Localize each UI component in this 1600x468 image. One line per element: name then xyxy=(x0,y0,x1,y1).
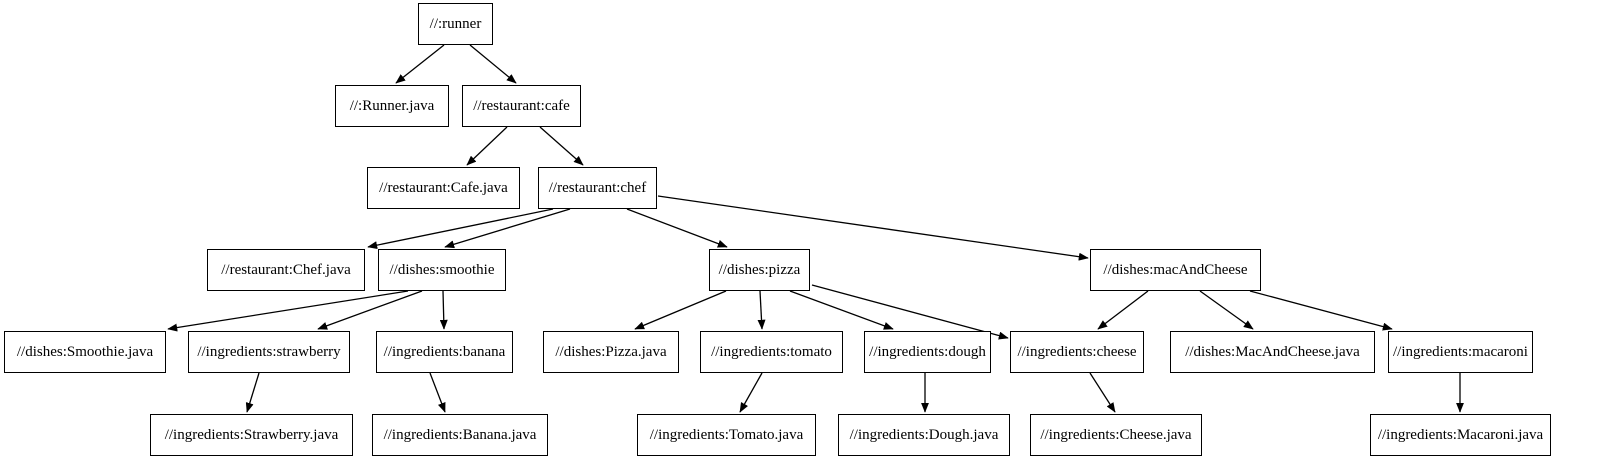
graph-node-chef_java[interactable]: //restaurant:Chef.java xyxy=(207,249,365,291)
node-label: //dishes:macAndCheese xyxy=(1103,261,1248,278)
graph-edge-ing_cheese-to-cheese_java xyxy=(1089,372,1116,413)
graph-node-dishes_pizza[interactable]: //dishes:pizza xyxy=(709,249,810,291)
graph-edge-dishes_pizza-to-ing_tomato xyxy=(757,290,766,330)
node-label: //ingredients:strawberry xyxy=(197,343,341,360)
graph-edge-dishes_smoothie-to-ing_strawberry xyxy=(317,290,423,330)
node-label: //ingredients:cheese xyxy=(1017,343,1137,360)
node-label: //ingredients:tomato xyxy=(711,343,832,360)
node-label: //restaurant:cafe xyxy=(473,97,570,114)
node-label: //ingredients:Strawberry.java xyxy=(164,426,339,443)
graph-node-ing_banana[interactable]: //ingredients:banana xyxy=(376,331,513,373)
graph-edge-dishes_mac-to-ing_macaroni xyxy=(1249,290,1393,331)
graph-edge-runner-to-runner_java xyxy=(395,44,445,84)
node-label: //dishes:MacAndCheese.java xyxy=(1185,343,1360,360)
graph-node-tomato_java[interactable]: //ingredients:Tomato.java xyxy=(637,414,816,456)
graph-node-dishes_mac[interactable]: //dishes:macAndCheese xyxy=(1090,249,1261,291)
graph-node-ing_tomato[interactable]: //ingredients:tomato xyxy=(700,331,843,373)
graph-edge-ing_strawberry-to-strawberry_java xyxy=(245,372,260,413)
graph-edge-dishes_pizza-to-pizza_java xyxy=(634,290,727,330)
graph-edge-dishes_smoothie-to-ing_banana xyxy=(439,290,448,330)
node-label: //ingredients:Banana.java xyxy=(383,426,537,443)
graph-node-mac_java[interactable]: //dishes:MacAndCheese.java xyxy=(1170,331,1375,373)
node-label: //ingredients:macaroni xyxy=(1393,343,1528,360)
node-label: //ingredients:Cheese.java xyxy=(1040,426,1192,443)
node-label: //ingredients:Dough.java xyxy=(849,426,999,443)
graph-node-ing_strawberry[interactable]: //ingredients:strawberry xyxy=(188,331,350,373)
node-label: //dishes:pizza xyxy=(718,261,801,278)
node-label: //ingredients:Tomato.java xyxy=(649,426,804,443)
graph-node-runner[interactable]: //:runner xyxy=(418,3,493,45)
node-label: //dishes:Pizza.java xyxy=(555,343,667,360)
node-label: //ingredients:banana xyxy=(383,343,506,360)
graph-edge-restaurant_chef-to-chef_java xyxy=(367,208,554,250)
graph-edge-dishes_mac-to-mac_java xyxy=(1199,290,1254,330)
node-label: //:Runner.java xyxy=(349,97,435,114)
graph-edge-dishes_smoothie-to-smoothie_java xyxy=(167,290,409,332)
node-label: //restaurant:Chef.java xyxy=(221,261,351,278)
graph-node-banana_java[interactable]: //ingredients:Banana.java xyxy=(372,414,548,456)
graph-edge-restaurant_chef-to-dishes_smoothie xyxy=(444,208,571,249)
node-label: //ingredients:dough xyxy=(869,343,986,360)
graph-node-strawberry_java[interactable]: //ingredients:Strawberry.java xyxy=(150,414,353,456)
graph-edge-restaurant_cafe-to-cafe_java xyxy=(466,126,508,166)
graph-node-pizza_java[interactable]: //dishes:Pizza.java xyxy=(543,331,679,373)
graph-node-cheese_java[interactable]: //ingredients:Cheese.java xyxy=(1030,414,1202,456)
node-label: //restaurant:chef xyxy=(548,179,647,196)
graph-node-restaurant_chef[interactable]: //restaurant:chef xyxy=(538,167,657,209)
graph-edge-restaurant_cafe-to-restaurant_chef xyxy=(539,126,584,166)
graph-node-ing_cheese[interactable]: //ingredients:cheese xyxy=(1010,331,1144,373)
graph-node-macaroni_java[interactable]: //ingredients:Macaroni.java xyxy=(1370,414,1551,456)
graph-edge-ing_banana-to-banana_java xyxy=(429,372,446,413)
graph-node-cafe_java[interactable]: //restaurant:Cafe.java xyxy=(367,167,520,209)
graph-edge-runner-to-restaurant_cafe xyxy=(469,44,517,84)
graph-node-dishes_smoothie[interactable]: //dishes:smoothie xyxy=(378,249,506,291)
graph-node-ing_dough[interactable]: //ingredients:dough xyxy=(864,331,991,373)
graph-node-runner_java[interactable]: //:Runner.java xyxy=(335,85,449,127)
graph-node-ing_macaroni[interactable]: //ingredients:macaroni xyxy=(1388,331,1533,373)
node-label: //dishes:smoothie xyxy=(389,261,495,278)
graph-edge-ing_tomato-to-tomato_java xyxy=(739,372,763,413)
graph-edge-dishes_mac-to-ing_cheese xyxy=(1097,290,1149,330)
graph-node-restaurant_cafe[interactable]: //restaurant:cafe xyxy=(462,85,581,127)
node-label: //:runner xyxy=(429,15,482,32)
graph-edge-dishes_pizza-to-ing_dough xyxy=(789,290,894,330)
graph-edge-restaurant_chef-to-dishes_pizza xyxy=(626,208,728,248)
node-label: //dishes:Smoothie.java xyxy=(16,343,154,360)
graph-node-dough_java[interactable]: //ingredients:Dough.java xyxy=(838,414,1010,456)
graph-node-smoothie_java[interactable]: //dishes:Smoothie.java xyxy=(4,331,166,373)
node-label: //restaurant:Cafe.java xyxy=(379,179,508,196)
node-label: //ingredients:Macaroni.java xyxy=(1377,426,1544,443)
